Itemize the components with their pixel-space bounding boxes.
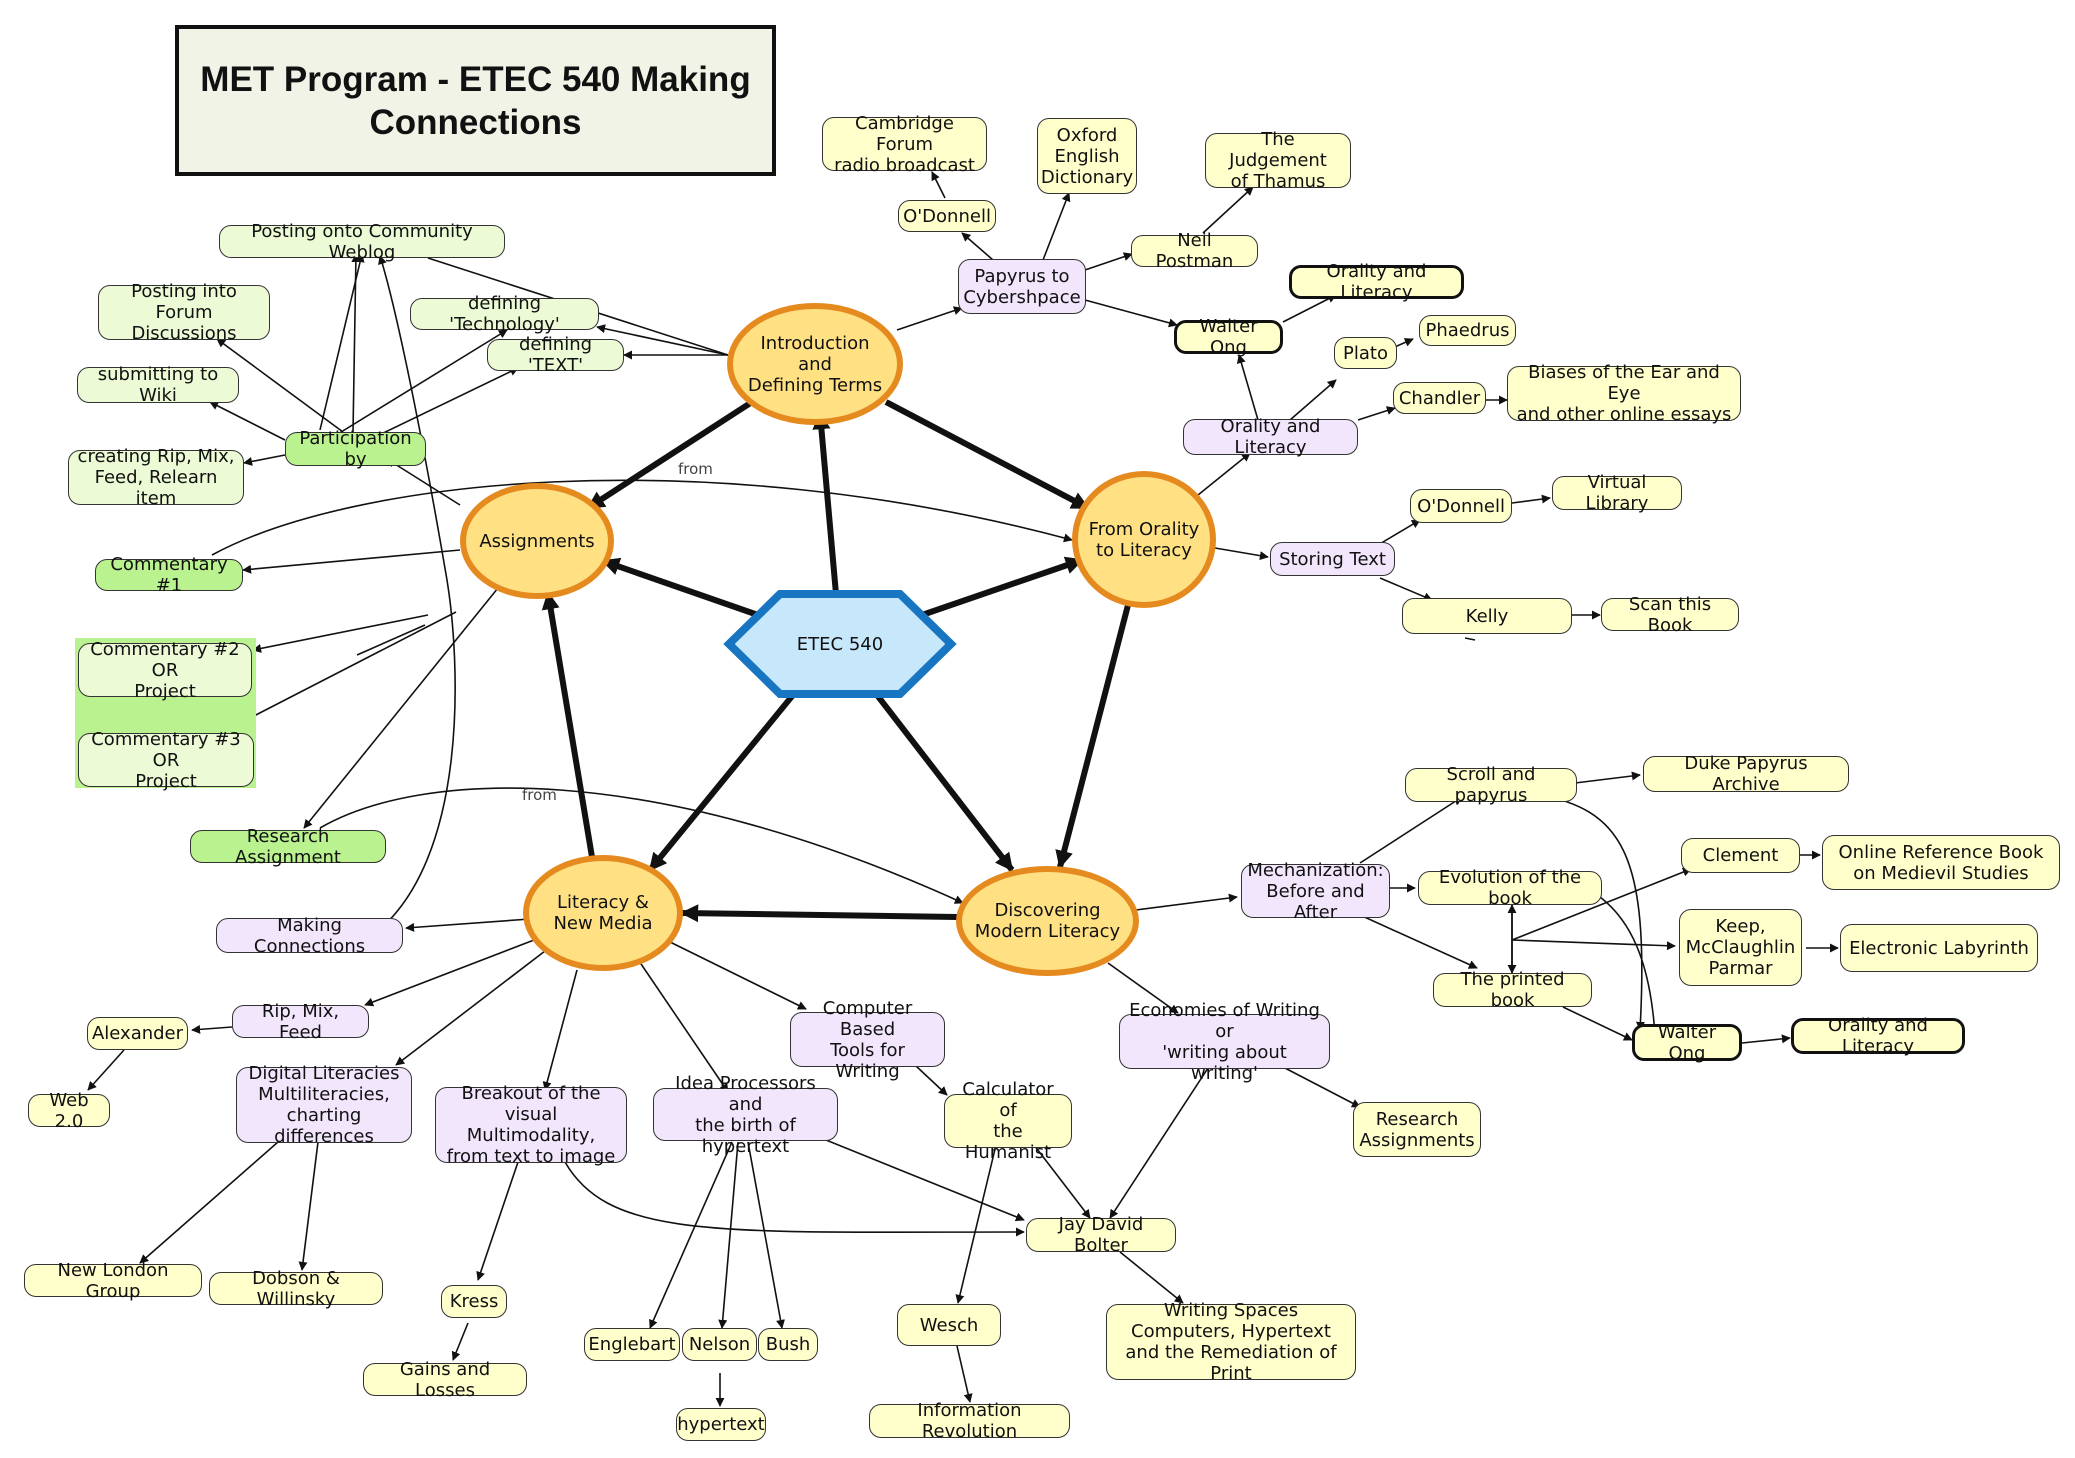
node-odonnell-orality[interactable]: O'Donnell bbox=[1410, 489, 1512, 523]
node-kelly[interactable]: Kelly bbox=[1402, 598, 1572, 634]
edge-intro-assignments bbox=[586, 399, 754, 511]
node-posting-community-weblog[interactable]: Posting onto Community Weblog bbox=[219, 221, 505, 263]
node-jay-david-bolter[interactable]: Jay David Bolter bbox=[1026, 1214, 1176, 1256]
edge-center-literacy bbox=[647, 693, 796, 872]
edge-center-assignments bbox=[601, 557, 759, 618]
node-englebart[interactable]: Englebart bbox=[584, 1328, 680, 1361]
node-walter-ong-top[interactable]: Walter Ong bbox=[1174, 316, 1283, 358]
node-writing-spaces[interactable]: Writing Spaces Computers, Hypertext and … bbox=[1106, 1300, 1356, 1384]
node-cambridge-forum[interactable]: Cambridge Forum radio broadcast bbox=[822, 113, 987, 176]
node-chandler[interactable]: Chandler bbox=[1393, 382, 1486, 414]
hub-discovering-modern-literacy[interactable]: Discovering Modern Literacy bbox=[956, 866, 1139, 976]
node-the-printed-book[interactable]: The printed book bbox=[1433, 969, 1592, 1011]
node-plato[interactable]: Plato bbox=[1334, 337, 1397, 369]
node-posting-forum-discussions[interactable]: Posting into Forum Discussions bbox=[98, 281, 270, 344]
node-wesch[interactable]: Wesch bbox=[897, 1304, 1001, 1346]
edge-center-orality bbox=[921, 556, 1084, 618]
node-orality-literacy-bottom[interactable]: Orality and Literacy bbox=[1791, 1015, 1965, 1057]
node-computer-based-tools[interactable]: Computer Based Tools for Writing bbox=[790, 998, 945, 1082]
node-storing-text[interactable]: Storing Text bbox=[1270, 542, 1395, 576]
node-kress[interactable]: Kress bbox=[441, 1285, 507, 1318]
node-alexander[interactable]: Alexander bbox=[87, 1017, 188, 1050]
node-orality-literacy-top[interactable]: Orality and Literacy bbox=[1289, 261, 1464, 303]
node-electronic-labyrinth[interactable]: Electronic Labyrinth bbox=[1840, 924, 2038, 972]
node-idea-processors[interactable]: Idea Processors and the birth of hyperte… bbox=[653, 1073, 838, 1157]
node-neil-postman[interactable]: Neil Postman bbox=[1131, 230, 1258, 272]
edge-center-intro bbox=[812, 411, 839, 595]
edge-intro-orality bbox=[884, 399, 1090, 511]
node-digital-literacies[interactable]: Digital Literacies Multiliteracies, char… bbox=[236, 1063, 412, 1147]
edge-orality-discovering bbox=[1055, 604, 1131, 869]
node-scroll-and-papyrus[interactable]: Scroll and papyrus bbox=[1405, 764, 1577, 806]
node-defining-text[interactable]: defining 'TEXT' bbox=[487, 334, 624, 376]
node-bush[interactable]: Bush bbox=[758, 1328, 818, 1361]
node-oxford-english-dictionary[interactable]: Oxford English Dictionary bbox=[1037, 118, 1137, 194]
node-calculator-humanist[interactable]: Calculator of the Humanist bbox=[944, 1079, 1072, 1163]
node-evolution-of-the-book[interactable]: Evolution of the book bbox=[1418, 867, 1602, 909]
node-economies-of-writing[interactable]: Economies of Writing or 'writing about w… bbox=[1119, 1000, 1330, 1084]
node-duke-papyrus-archive[interactable]: Duke Papyrus Archive bbox=[1643, 753, 1849, 795]
hub-assignments[interactable]: Assignments bbox=[460, 483, 614, 599]
node-research-assignment[interactable]: Research Assignment bbox=[190, 826, 386, 868]
edge-literacy-assignments bbox=[541, 591, 595, 858]
node-mechanization[interactable]: Mechanization: Before and After bbox=[1241, 860, 1390, 923]
edge-center-discovering bbox=[874, 693, 1015, 872]
node-commentary-2[interactable]: Commentary #2 OR Project bbox=[78, 639, 252, 702]
node-dobson-willinsky[interactable]: Dobson & Willinsky bbox=[209, 1268, 383, 1310]
node-nelson[interactable]: Nelson bbox=[682, 1328, 757, 1361]
node-information-revolution[interactable]: Information Revolution bbox=[869, 1400, 1070, 1442]
node-research-assignments[interactable]: Research Assignments bbox=[1353, 1102, 1481, 1157]
node-defining-technology[interactable]: defining 'Technology' bbox=[410, 293, 599, 335]
hub-connectors bbox=[541, 399, 1131, 923]
hub-introduction-defining-terms[interactable]: Introduction and Defining Terms bbox=[727, 303, 903, 425]
hub-from-orality-to-literacy[interactable]: From Orality to Literacy bbox=[1072, 471, 1216, 608]
node-new-london-group[interactable]: New London Group bbox=[24, 1260, 202, 1302]
node-biases-ear-eye[interactable]: Biases of the Ear and Eye and other onli… bbox=[1507, 362, 1741, 425]
edge-discovering-literacy bbox=[680, 904, 958, 923]
node-clement[interactable]: Clement bbox=[1681, 838, 1800, 873]
node-online-reference-book[interactable]: Online Reference Book on Medievil Studie… bbox=[1822, 835, 2060, 890]
edge-label-from-1: from bbox=[678, 460, 713, 478]
node-judgement-of-thamus[interactable]: The Judgement of Thamus bbox=[1205, 129, 1351, 192]
node-papyrus-to-cyberspace[interactable]: Papyrus to Cybershpace bbox=[958, 259, 1086, 314]
node-scan-this-book[interactable]: Scan this Book bbox=[1601, 594, 1739, 636]
node-virtual-library[interactable]: Virtual Library bbox=[1552, 472, 1682, 514]
thin-connectors bbox=[87, 171, 1839, 1407]
edge-label-from-2: from bbox=[522, 786, 557, 804]
center-hexagon-shape bbox=[723, 590, 957, 698]
node-web-2[interactable]: Web 2.0 bbox=[28, 1090, 110, 1132]
node-participation-by[interactable]: Participation by bbox=[285, 428, 426, 470]
node-walter-ong-bottom[interactable]: Walter Ong bbox=[1632, 1022, 1742, 1064]
node-odonnell-intro[interactable]: O'Donnell bbox=[898, 200, 996, 232]
node-making-connections[interactable]: Making Connections bbox=[216, 915, 403, 957]
node-breakout-visual[interactable]: Breakout of the visual Multimodality, fr… bbox=[435, 1083, 627, 1167]
node-rip-mix-feed[interactable]: Rip, Mix, Feed bbox=[232, 1001, 369, 1043]
hub-literacy-new-media[interactable]: Literacy & New Media bbox=[523, 855, 683, 971]
node-keep-mcclaughlin-parmar[interactable]: Keep, McClaughlin Parmar bbox=[1679, 909, 1802, 986]
center-node-etec540[interactable]: ETEC 540 bbox=[796, 633, 884, 655]
node-orality-and-literacy-topic[interactable]: Orality and Literacy bbox=[1183, 416, 1358, 458]
node-hypertext[interactable]: hypertext bbox=[676, 1408, 766, 1441]
page-title: MET Program - ETEC 540 Making Connection… bbox=[175, 25, 776, 176]
node-commentary-3[interactable]: Commentary #3 OR Project bbox=[78, 729, 254, 792]
node-submitting-to-wiki[interactable]: submitting to Wiki bbox=[77, 364, 239, 406]
node-commentary-1[interactable]: Commentary #1 bbox=[95, 554, 243, 596]
node-creating-rip-mix-item[interactable]: creating Rip, Mix, Feed, Relearn item bbox=[68, 446, 244, 509]
node-gains-and-losses[interactable]: Gains and Losses bbox=[363, 1359, 527, 1401]
node-phaedrus[interactable]: Phaedrus bbox=[1419, 315, 1516, 346]
